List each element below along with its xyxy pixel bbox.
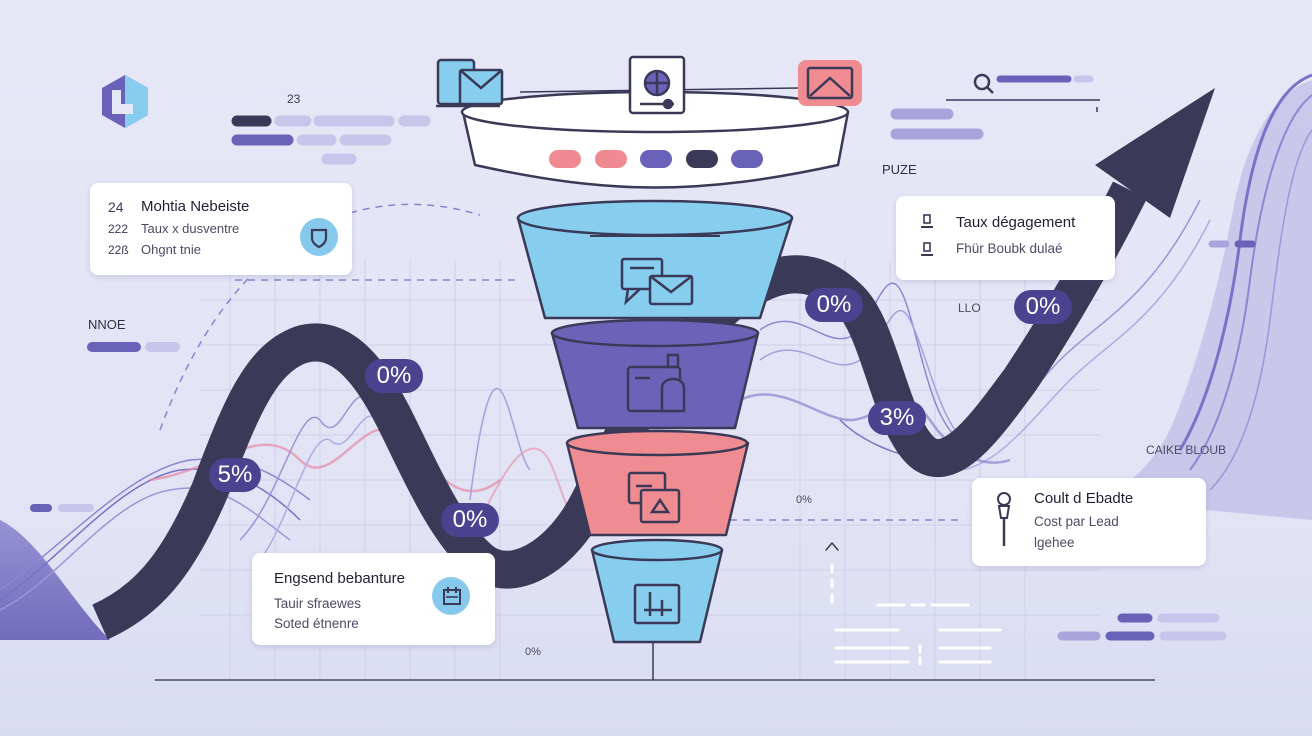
funnel-stage-2	[550, 318, 760, 430]
funnel-stage-3	[565, 429, 750, 537]
label-mid-percent: 0%	[796, 494, 812, 506]
funnel-dot-3	[686, 150, 718, 168]
brand-logo	[102, 75, 148, 128]
trend-arrow-head	[1095, 88, 1215, 218]
left-card-line-1: Taux x dusventre	[141, 221, 240, 236]
cost-card-line-1: Cost par Lead	[1034, 514, 1119, 529]
engagement-card-title: Taux dégagement	[956, 214, 1076, 231]
left-card-num-3: 22ß	[108, 243, 129, 257]
funnel-dot-2	[640, 150, 672, 168]
search-icon	[973, 73, 991, 91]
percent-badge-4: 3%	[868, 401, 926, 435]
label-nnoe: NNOE	[88, 317, 126, 332]
bottom-card-line-1: Tauir sfraewes	[274, 596, 362, 611]
shield-icon	[310, 228, 328, 249]
calendar-icon	[443, 587, 461, 605]
top-left-skeleton	[231, 115, 431, 165]
engagement-card-line-1: Fhür Boubk dulaé	[956, 241, 1063, 256]
search-widget	[946, 73, 1100, 112]
label-caike-bloub: CAIKE BLOUB	[1146, 443, 1227, 457]
device-icon	[633, 583, 681, 625]
funnel-dot-4	[731, 150, 763, 168]
laptop-mail-icon	[436, 58, 504, 108]
left-info-card: 24 222 22ß Mohtia Nebeiste Taux x dusven…	[90, 183, 352, 275]
left-card-badge	[300, 218, 338, 256]
top-left-number: 23	[287, 92, 301, 106]
bottom-right-skeleton	[825, 541, 1227, 666]
percent-badge-5: 0%	[1014, 290, 1072, 324]
top-right-bars	[890, 108, 984, 140]
funnel-dot-0	[549, 150, 581, 168]
left-card-title: Mohtia Nebeiste	[141, 198, 250, 215]
label-puze: PUZE	[882, 162, 917, 177]
chat-mail-icon	[620, 257, 694, 306]
label-llo: LLO	[958, 301, 981, 315]
person-icon	[921, 242, 933, 256]
percent-badge-1: 5%	[209, 458, 261, 492]
percent-badge-3: 0%	[805, 288, 863, 322]
percent-badge-0: 0%	[365, 359, 423, 393]
person-icon	[921, 214, 933, 228]
funnel-stage-4	[590, 538, 724, 644]
document-chart-icon	[628, 55, 686, 115]
key-icon	[997, 492, 1011, 546]
bottom-card-line-2: Soted étnenre	[274, 616, 359, 631]
bottom-card-title: Engsend bebanture	[274, 570, 405, 587]
funnel-stage-1	[516, 199, 794, 320]
cost-card-title: Coult d Ebadte	[1034, 490, 1134, 507]
funnel-dot-1	[595, 150, 627, 168]
engagement-card: Taux dégagement Fhür Boubk dulaé	[896, 196, 1115, 280]
envelope-icon	[798, 60, 862, 106]
left-card-line-2: Ohgnt tnie	[141, 242, 201, 257]
mailbox-icon	[626, 353, 686, 413]
left-card-num-2: 222	[108, 222, 129, 236]
cost-card-line-2: lgehee	[1034, 535, 1075, 550]
engagement-bottom-card: Engsend bebanture Tauir sfraewes Soted é…	[252, 553, 495, 645]
cost-per-lead-card: Coult d Ebadte Cost par Lead lgehee	[972, 478, 1206, 566]
label-bottom-percent: 0%	[525, 646, 541, 658]
contract-icon	[627, 471, 681, 524]
percent-badge-2: 0%	[441, 503, 499, 537]
bottom-card-badge	[432, 577, 470, 615]
funnel-dots	[549, 150, 763, 168]
left-card-num-1: 24	[108, 199, 124, 215]
